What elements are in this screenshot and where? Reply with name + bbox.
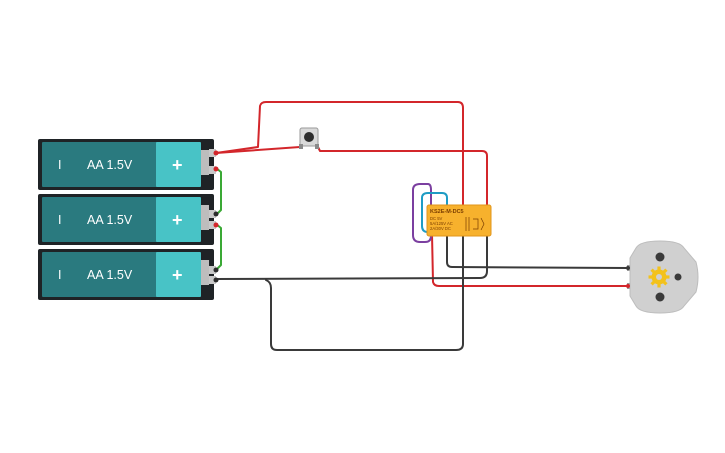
battery-neg-symbol: I (58, 158, 61, 172)
battery-label: AA 1.5V (87, 158, 133, 172)
relay-body (426, 204, 492, 237)
wire-black-relay-to-motor[interactable] (446, 233, 629, 269)
wires (215, 101, 629, 351)
wire-black-bottom-loop[interactable] (265, 233, 464, 351)
battery-tip (201, 205, 209, 230)
terminal-positive[interactable] (209, 210, 216, 218)
relay-spec-1: DC 5V (430, 216, 443, 221)
battery-label: AA 1.5V (87, 213, 133, 227)
terminal-negative[interactable] (209, 166, 216, 174)
battery-body (42, 142, 158, 187)
wire-green-series-2[interactable] (215, 223, 222, 271)
motor-lead-dot (626, 284, 630, 288)
wire-green-series-1[interactable] (215, 167, 222, 216)
relay-schematic-icon (465, 217, 485, 231)
battery-label: AA 1.5V (87, 268, 133, 282)
wire-red-to-button[interactable] (215, 146, 301, 154)
wire-black-battery-ground[interactable] (215, 233, 488, 280)
wire-red-relay-to-motor[interactable] (431, 233, 629, 287)
terminal-negative[interactable] (209, 221, 216, 229)
motor-lead-dot (626, 266, 630, 270)
wire-purple-loop[interactable] (412, 183, 432, 243)
relay-spec-2: 5A/125V AC (430, 221, 453, 226)
relay[interactable]: KS2E-M-DC5 DC 5V 5A/125V AC 2A/30V DC (426, 204, 492, 237)
battery-2[interactable]: I AA 1.5V + (38, 194, 216, 245)
battery-tip (201, 260, 209, 285)
battery-body (42, 252, 158, 297)
battery-pos-symbol: + (172, 265, 183, 285)
terminal-positive[interactable] (209, 266, 216, 274)
battery-neg-symbol: I (58, 268, 61, 282)
battery-tip (201, 150, 209, 175)
battery-pos-symbol: + (172, 155, 183, 175)
battery-body (42, 197, 158, 242)
battery-cap (156, 142, 201, 187)
battery-pos-symbol: + (172, 210, 183, 230)
relay-spec-3: 2A/30V DC (430, 226, 451, 231)
pushbutton-icon[interactable] (299, 127, 319, 149)
dc-motor-icon[interactable] (627, 240, 699, 314)
terminal-positive[interactable] (209, 149, 216, 157)
gear-icon (648, 266, 670, 288)
terminal-negative[interactable] (209, 276, 216, 284)
relay-model: KS2E-M-DC5 (430, 209, 464, 215)
battery-terminal-dots (213, 150, 219, 283)
battery-cap (156, 197, 201, 242)
wire-red-top-loop[interactable] (215, 101, 464, 207)
wire-red-button-to-relay[interactable] (317, 146, 488, 207)
battery-pack: I AA 1.5V + I AA 1.5V + I AA 1.5V + (38, 139, 219, 300)
battery-3[interactable]: I AA 1.5V + (38, 249, 216, 300)
battery-neg-symbol: I (58, 213, 61, 227)
battery-cap (156, 252, 201, 297)
battery-1[interactable]: I AA 1.5V + (38, 139, 216, 190)
